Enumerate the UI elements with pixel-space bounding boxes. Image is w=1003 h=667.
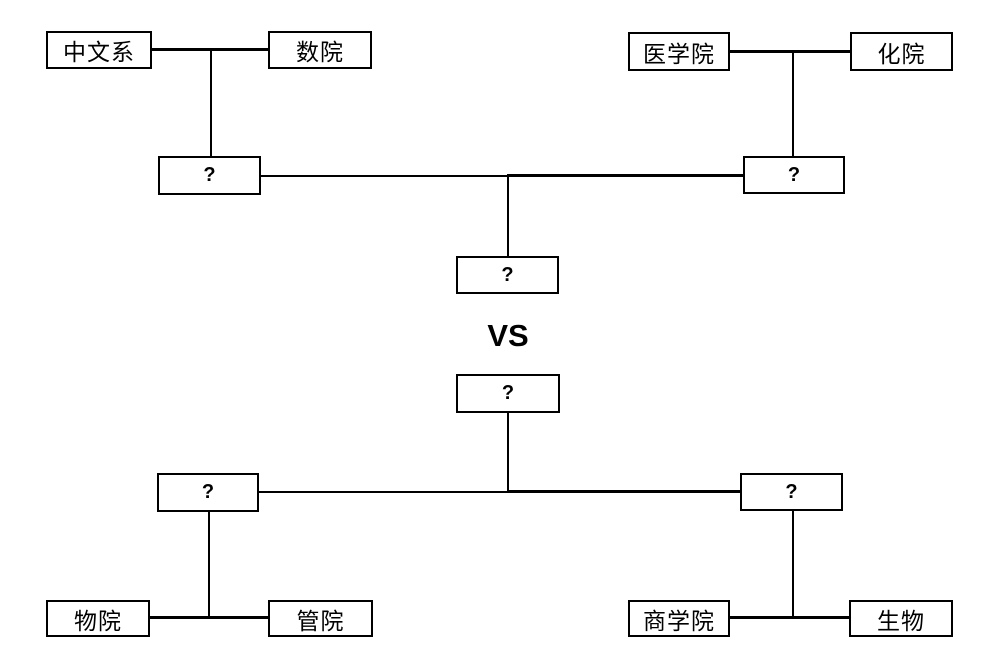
team-label: 商学院 bbox=[643, 607, 715, 634]
winner-label: ? bbox=[787, 163, 801, 186]
winner-label: ? bbox=[201, 481, 215, 503]
connector-line bbox=[730, 616, 849, 619]
champion-box-top: ? bbox=[456, 256, 559, 294]
winner-box-bottom-right: ? bbox=[740, 473, 843, 511]
team-label: 管院 bbox=[296, 607, 345, 634]
team-box-biology: 生物 bbox=[849, 600, 953, 637]
connector-line bbox=[208, 512, 210, 618]
winner-label: ? bbox=[785, 480, 798, 503]
team-label: 物院 bbox=[74, 607, 122, 634]
team-box-chemistry: 化院 bbox=[850, 32, 953, 71]
connector-line bbox=[792, 511, 794, 618]
winner-label: ? bbox=[203, 164, 216, 186]
winner-box-top-right: ? bbox=[743, 156, 845, 194]
connector-line bbox=[728, 50, 852, 53]
team-label: 数院 bbox=[296, 39, 344, 65]
connector-line bbox=[507, 174, 743, 177]
connector-line bbox=[507, 177, 509, 256]
vs-label: VS bbox=[487, 318, 529, 353]
connector-line bbox=[210, 50, 212, 156]
connector-line bbox=[792, 52, 794, 156]
winner-box-top-left: ? bbox=[158, 156, 261, 195]
champion-label: ? bbox=[501, 382, 515, 404]
connector-line bbox=[507, 413, 509, 491]
team-box-medical: 医学院 bbox=[628, 32, 730, 71]
team-label: 医学院 bbox=[643, 40, 715, 67]
team-box-physics: 物院 bbox=[46, 600, 150, 637]
team-box-management: 管院 bbox=[268, 600, 373, 637]
team-label: 化院 bbox=[877, 40, 926, 67]
champion-box-bottom: ? bbox=[456, 374, 560, 413]
connector-line bbox=[150, 48, 270, 51]
team-box-math: 数院 bbox=[268, 31, 372, 69]
connector-line bbox=[507, 490, 740, 493]
team-box-chinese-dept: 中文系 bbox=[46, 31, 152, 69]
connector-line bbox=[261, 175, 509, 177]
team-box-business: 商学院 bbox=[628, 600, 730, 637]
champion-label: ? bbox=[501, 263, 514, 286]
connector-line bbox=[259, 491, 509, 493]
winner-box-bottom-left: ? bbox=[157, 473, 259, 512]
connector-line bbox=[150, 616, 268, 619]
team-label: 中文系 bbox=[63, 39, 135, 65]
team-label: 生物 bbox=[877, 607, 925, 634]
